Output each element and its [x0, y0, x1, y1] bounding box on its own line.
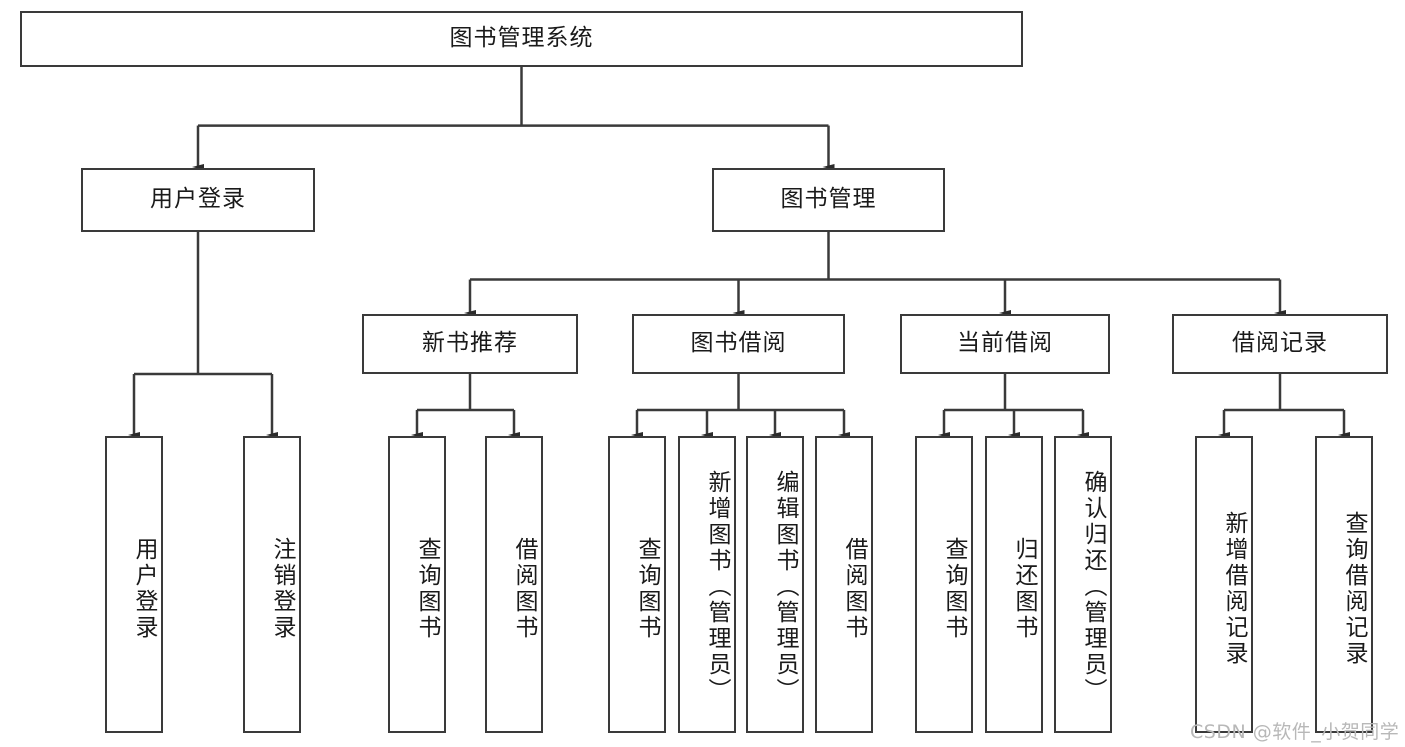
- node-leaf-new-query-book-label: 查询图书: [414, 536, 440, 641]
- node-leaf-confirm-return-admin-label: 确认归还（管理员）: [1080, 469, 1106, 704]
- node-leaf-current-query-book-label: 查询图书: [941, 536, 967, 641]
- node-leaf-return-book[interactable]: 归还图书: [985, 436, 1043, 733]
- node-borrow-record-label: 借阅记录: [1232, 330, 1328, 357]
- node-current-borrow-label: 当前借阅: [957, 330, 1053, 357]
- node-leaf-add-book-admin-label: 新增图书（管理员）: [704, 469, 730, 704]
- node-leaf-edit-book-admin-label: 编辑图书（管理员）: [772, 469, 798, 704]
- node-leaf-add-borrow-record[interactable]: 新增借阅记录: [1195, 436, 1253, 733]
- node-leaf-borrow-query-book-label: 查询图书: [634, 536, 660, 641]
- node-leaf-borrow-book-label: 借阅图书: [841, 536, 867, 641]
- node-leaf-user-logout[interactable]: 注销登录: [243, 436, 301, 733]
- node-leaf-confirm-return-admin[interactable]: 确认归还（管理员）: [1054, 436, 1112, 733]
- node-leaf-add-borrow-record-label: 新增借阅记录: [1221, 510, 1247, 667]
- node-leaf-user-logout-label: 注销登录: [269, 536, 295, 641]
- node-leaf-return-book-label: 归还图书: [1011, 536, 1037, 641]
- node-current-borrow[interactable]: 当前借阅: [900, 314, 1110, 374]
- node-book-management-module-label: 图书管理: [780, 186, 877, 213]
- node-leaf-query-borrow-record-label: 查询借阅记录: [1341, 510, 1367, 667]
- node-book-management-module[interactable]: 图书管理: [712, 168, 945, 232]
- node-leaf-query-borrow-record[interactable]: 查询借阅记录: [1315, 436, 1373, 733]
- node-root-label: 图书管理系统: [449, 25, 594, 52]
- node-leaf-new-query-book[interactable]: 查询图书: [388, 436, 446, 733]
- node-book-borrow[interactable]: 图书借阅: [632, 314, 845, 374]
- node-leaf-borrow-book[interactable]: 借阅图书: [815, 436, 873, 733]
- node-new-book-recommend[interactable]: 新书推荐: [362, 314, 578, 374]
- csdn-watermark: CSDN @软件_小贺同学: [1190, 721, 1400, 743]
- node-leaf-user-login-label: 用户登录: [131, 536, 157, 641]
- node-book-borrow-label: 图书借阅: [690, 330, 787, 357]
- node-leaf-edit-book-admin[interactable]: 编辑图书（管理员）: [746, 436, 804, 733]
- node-new-book-recommend-label: 新书推荐: [422, 330, 518, 357]
- node-leaf-borrow-query-book[interactable]: 查询图书: [608, 436, 666, 733]
- node-leaf-user-login[interactable]: 用户登录: [105, 436, 163, 733]
- node-user-login-module-label: 用户登录: [150, 186, 246, 213]
- node-leaf-add-book-admin[interactable]: 新增图书（管理员）: [678, 436, 736, 733]
- node-user-login-module[interactable]: 用户登录: [81, 168, 315, 232]
- node-leaf-new-borrow-book-label: 借阅图书: [511, 536, 537, 641]
- node-leaf-current-query-book[interactable]: 查询图书: [915, 436, 973, 733]
- node-leaf-new-borrow-book[interactable]: 借阅图书: [485, 436, 543, 733]
- node-root[interactable]: 图书管理系统: [20, 11, 1023, 67]
- node-borrow-record[interactable]: 借阅记录: [1172, 314, 1388, 374]
